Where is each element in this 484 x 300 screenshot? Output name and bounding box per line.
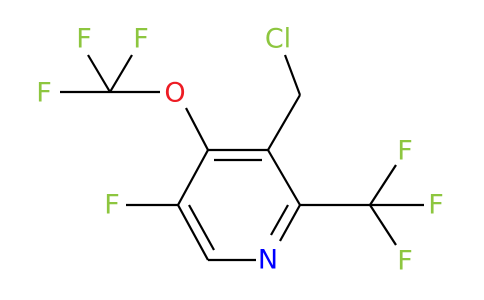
- atom-labels: Cl O N F F F F F F F: [36, 24, 444, 277]
- bond-c2-n: [279, 204, 301, 242]
- oxygen-label: O: [164, 78, 185, 109]
- fluorine-ocf3-top2-label: F: [133, 24, 149, 55]
- bond-cf3-f-bottom: [369, 204, 397, 246]
- bond-c6-c5-inner: [188, 204, 215, 251]
- bond-cf3-f-top1: [87, 54, 111, 93]
- bond-cf3-f-top: [369, 164, 397, 206]
- bond-c3-c2: [267, 149, 301, 206]
- bond-c2-n-inner: [270, 204, 289, 236]
- bond-c3-ch2: [267, 94, 301, 151]
- fluorine-cf3-bottom-label: F: [397, 246, 413, 277]
- fluorine-cf3-top-label: F: [397, 136, 413, 167]
- bond-c4-o: [185, 107, 209, 151]
- chlorine-label: Cl: [265, 24, 291, 55]
- bond-c5-c4: [177, 149, 209, 206]
- bond-ch2-cl: [283, 54, 302, 96]
- bonds: [60, 54, 424, 262]
- nitrogen-label: N: [258, 245, 278, 276]
- fluorine-cf3-right-label: F: [428, 190, 444, 221]
- bond-c6-c5: [177, 204, 209, 261]
- fluorine-ocf3-top1-label: F: [76, 24, 92, 55]
- bond-cf3-f-top2: [109, 54, 133, 93]
- fluorine-ocf3-left-label: F: [36, 78, 52, 109]
- fluorine-ring-label: F: [104, 190, 120, 221]
